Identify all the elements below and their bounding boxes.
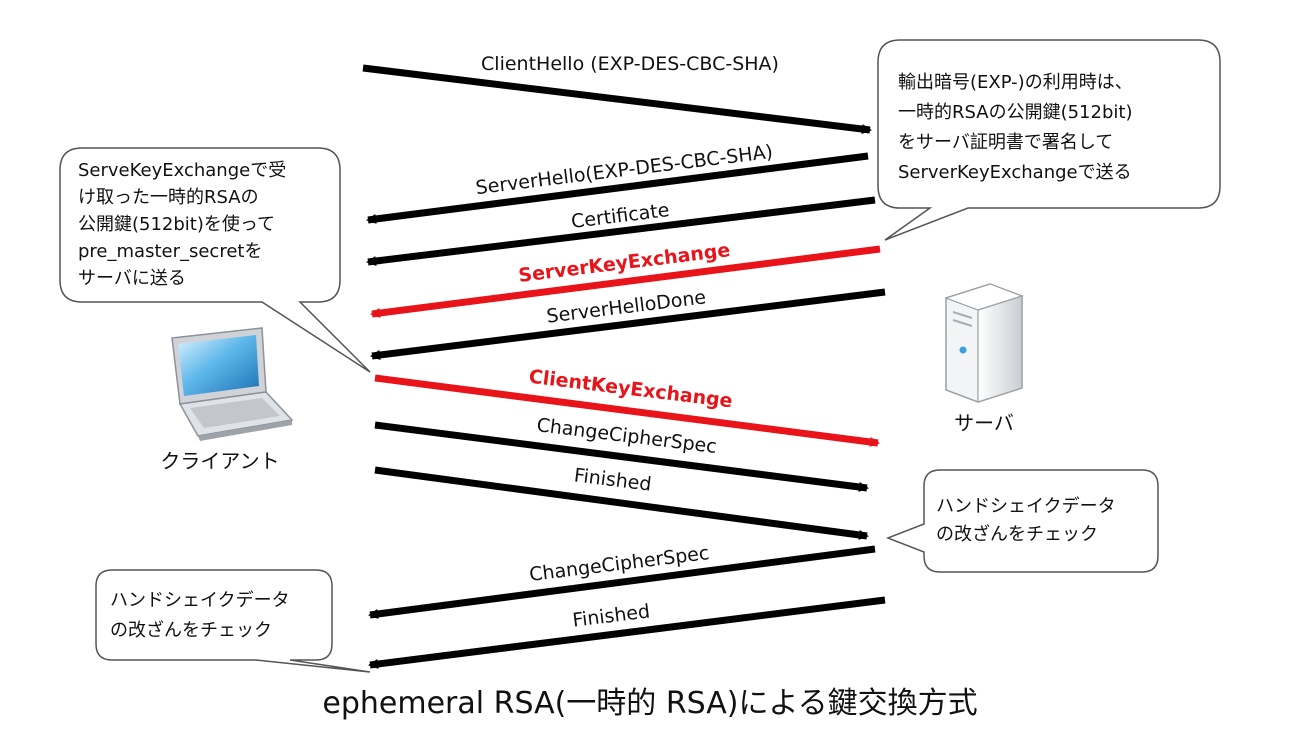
note-client-key-line-5: サーバに送る: [78, 268, 186, 289]
note-server-export-line-1: 輸出暗号(EXP-)の利用時は、: [898, 72, 1133, 93]
note-client-key-line-3: 公開鍵(512bit)を使って: [78, 214, 275, 235]
arrow-server-hello-done: [370, 288, 886, 360]
note-client-check-line-2: の改ざんをチェック: [110, 619, 272, 641]
note-server-check: ハンドシェイクデータ の改ざんをチェック: [885, 469, 1159, 573]
note-client-key-line-2: け取った一時的RSAの: [78, 187, 259, 208]
label-finished-server: Finished: [571, 600, 651, 631]
note-server-export-line-4: ServerKeyExchangeで送る: [898, 162, 1132, 183]
arrow-change-cipher-spec-client: [374, 421, 869, 492]
label-finished-client: Finished: [573, 464, 653, 495]
svg-text:ハンドシェイクデータ の改ざんをチェック: ハンドシェイクデータ の改ざんをチェック: [110, 590, 295, 641]
note-client-check-line-1: ハンドシェイクデータ: [110, 590, 290, 611]
label-client-hello: ClientHello (EXP-DES-CBC-SHA): [481, 53, 779, 75]
arrow-finished-server: [368, 596, 886, 669]
message-arrows: [362, 64, 886, 669]
note-client-key: ServeKeyExchangeで受 け取った一時的RSAの 公開鍵(512bi…: [59, 147, 371, 373]
arrow-change-cipher-spec-server: [368, 545, 876, 619]
arrow-server-key-exchange: [370, 245, 881, 318]
server-icon: [944, 283, 1024, 403]
note-server-check-line-1: ハンドシェイクデータ: [936, 496, 1116, 517]
laptop-icon: [171, 327, 294, 441]
message-labels: ClientHello (EXP-DES-CBC-SHA) ServerHell…: [474, 53, 779, 632]
label-client-key-exchange: ClientKeyExchange: [528, 366, 734, 413]
diagram-title: ephemeral RSA(一時的 RSA)による鍵交換方式: [322, 686, 977, 721]
svg-text:ServeKeyExchangeで受 け取った一: ServeKeyExchangeで受 け取った一時的RSAの 公開鍵(512bi…: [78, 160, 292, 289]
note-client-check: ハンドシェイクデータ の改ざんをチェック: [95, 569, 371, 673]
note-client-key-line-1: ServeKeyExchangeで受: [78, 160, 286, 181]
svg-text:ハンドシェイクデータ の改ざんをチェック: ハンドシェイクデータ の改ざんをチェック: [936, 496, 1121, 545]
svg-text:輸出暗号(EXP-)の利用時は、 一時的RSAの: 輸出暗号(EXP-)の利用時は、 一時的RSAの公開鍵(512bit) をサーバ…: [898, 72, 1138, 183]
note-client-key-line-4: pre_master_secretを: [78, 241, 262, 262]
arrow-client-key-exchange: [374, 374, 880, 447]
arrow-certificate: [366, 196, 876, 266]
arrow-client-hello: [362, 64, 872, 134]
arrow-server-hello: [366, 152, 869, 224]
arrow-finished-client: [374, 466, 869, 540]
note-server-export-line-3: をサーバ証明書で署名して: [898, 132, 1113, 153]
server-label: サーバ: [954, 411, 1014, 435]
note-server-export-line-2: 一時的RSAの公開鍵(512bit): [898, 102, 1132, 123]
note-server-check-line-2: の改ざんをチェック: [936, 523, 1098, 545]
note-server-export: 輸出暗号(EXP-)の利用時は、 一時的RSAの公開鍵(512bit) をサーバ…: [877, 39, 1221, 241]
client-label: クライアント: [160, 449, 279, 473]
